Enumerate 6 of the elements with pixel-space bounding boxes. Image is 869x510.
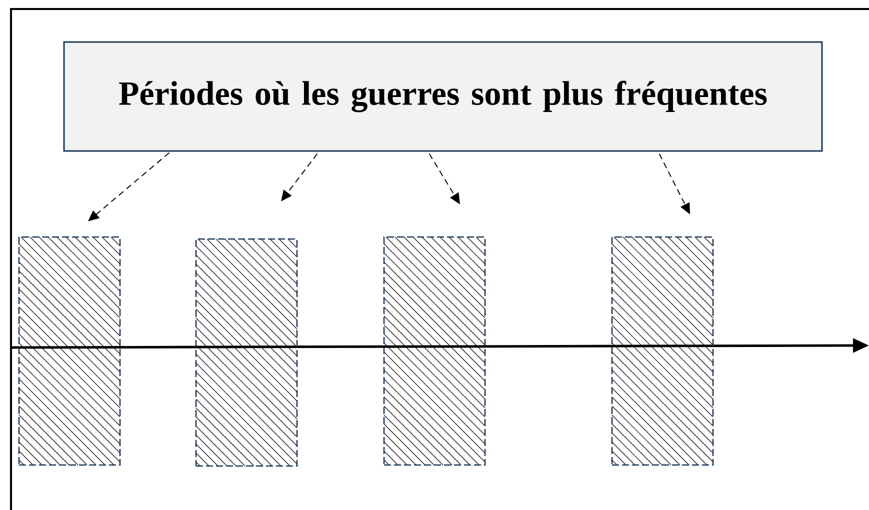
hatched-bar	[18, 236, 121, 466]
title-box: Périodes où les guerres sont plus fréquentes	[63, 41, 823, 152]
arrow	[88, 152, 170, 222]
hatched-bar	[611, 236, 714, 466]
hatched-bar	[195, 238, 298, 467]
hatched-bar	[383, 236, 486, 466]
